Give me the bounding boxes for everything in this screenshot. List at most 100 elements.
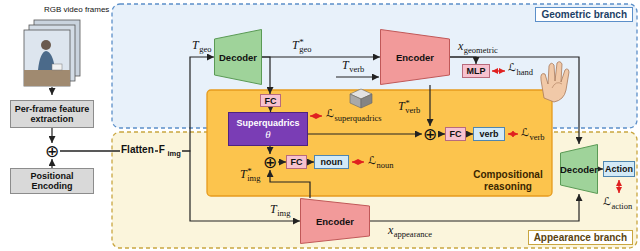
loss-arrow: [492, 70, 505, 71]
output-box: verb: [473, 127, 505, 141]
object: [52, 64, 62, 70]
connector: [429, 85, 430, 126]
symbol-label: Flatten: [120, 145, 155, 155]
token-arrow: [336, 76, 379, 77]
symbol-label: F: [158, 145, 166, 155]
node-text: ⊕: [263, 154, 277, 170]
subscript-text: img: [277, 209, 290, 218]
cube-icon: [350, 89, 372, 108]
symbol-label: ℒ: [368, 155, 376, 166]
region-heading: Compositional reasoning: [468, 169, 548, 192]
sum-node: ⊕: [262, 154, 278, 170]
symbol-label: T: [270, 203, 277, 215]
symbol-label: x: [458, 40, 463, 52]
fc-box: FC: [286, 155, 307, 169]
symbol-label: T: [292, 39, 299, 51]
node-text: Encoder: [396, 52, 434, 63]
loss-arrow: [310, 115, 322, 116]
node-text: Positional Encoding: [11, 171, 93, 192]
block-outline: [381, 30, 450, 85]
connector: [370, 194, 579, 221]
symbol-label: T: [398, 100, 405, 112]
node-text: Superquadrics: [229, 118, 307, 128]
node-text: noun: [321, 157, 343, 167]
encoder-block: Encoder: [300, 198, 370, 244]
loss-arrow: [618, 180, 619, 193]
symbol-label: ℒ: [326, 108, 334, 119]
node-text: Per-frame feature extraction: [11, 104, 93, 125]
connector: [262, 57, 270, 94]
connector: [450, 57, 579, 144]
region-heading: Appearance branch: [528, 230, 633, 245]
encoder-block: Encoder: [380, 29, 450, 85]
connector: [307, 161, 314, 162]
connector: [270, 170, 310, 198]
connector: [450, 57, 476, 64]
node-text: MLP: [467, 66, 486, 76]
connector: [60, 151, 300, 221]
subscript-text: appearance: [394, 230, 432, 239]
connector: [278, 161, 286, 162]
block-outline: [561, 145, 598, 194]
subscript-text: img: [247, 174, 260, 183]
frame: [24, 30, 70, 86]
fc-box: FC: [445, 127, 466, 141]
output-box: Action: [603, 161, 635, 177]
subscript-text: noun: [376, 161, 393, 170]
symbol-label: x: [388, 224, 393, 236]
region-heading: Geometric branch: [535, 7, 633, 22]
loss-arrow: [508, 133, 518, 134]
decoder-block: Decoder: [560, 144, 598, 194]
symbol-label: RGB video frames: [44, 6, 109, 14]
person-head: [41, 40, 51, 50]
video-frames: [24, 20, 80, 86]
node-text: ⊕: [423, 126, 437, 142]
table-top: [24, 70, 70, 86]
sum-node: ⊕: [44, 143, 60, 159]
subscript-text: geo: [199, 45, 211, 54]
loss-arrow: [352, 161, 364, 162]
connector: [466, 133, 473, 134]
connector: [438, 133, 445, 134]
subscript-text: geometric: [464, 46, 498, 55]
subscript-text: verb: [349, 65, 364, 74]
symbol-label: ℒ: [603, 196, 611, 207]
block-outline: [301, 199, 370, 244]
subscript-text: img: [166, 150, 181, 158]
sum-node: ⊕: [422, 126, 438, 142]
symbol-label: T: [342, 59, 349, 71]
connector: [269, 146, 270, 154]
input-arrow: [51, 87, 52, 95]
symbol-label: T: [192, 39, 199, 51]
subscript-text: hand: [516, 68, 533, 77]
symbol-label: T: [240, 168, 247, 180]
connector: [262, 56, 380, 57]
node-text: Decoder: [560, 164, 598, 175]
subscript-text: superquadrics: [334, 114, 381, 123]
block-outline: [215, 30, 262, 85]
subscript-text: geo: [299, 45, 311, 54]
branch-region: Decoder EncoderMLP Geometric branch: [112, 4, 637, 128]
subscript-text: action: [611, 202, 632, 211]
symbol-label: ℒ: [508, 62, 516, 73]
node-text: Decoder: [219, 52, 257, 63]
branch-region: Encoder Decoder ActionAppearance branch: [112, 132, 637, 248]
hand-illustration: [541, 62, 569, 102]
superquadrics-box: Superquadricsθ: [228, 112, 308, 146]
node-text: FC: [291, 157, 303, 167]
decoder-block: Decoder: [214, 29, 262, 85]
node-text: ⊕: [45, 143, 59, 159]
node-text: Action: [605, 164, 633, 174]
connector: [51, 128, 52, 143]
connector: [51, 159, 52, 168]
region-ground: [207, 90, 552, 196]
node-text: FC: [450, 129, 462, 139]
output-box: noun: [314, 155, 349, 169]
node-text: Encoder: [316, 216, 354, 227]
symbol-label: ℒ: [521, 127, 529, 138]
fc-box: FC: [260, 94, 281, 107]
node-text: θ: [229, 128, 307, 141]
